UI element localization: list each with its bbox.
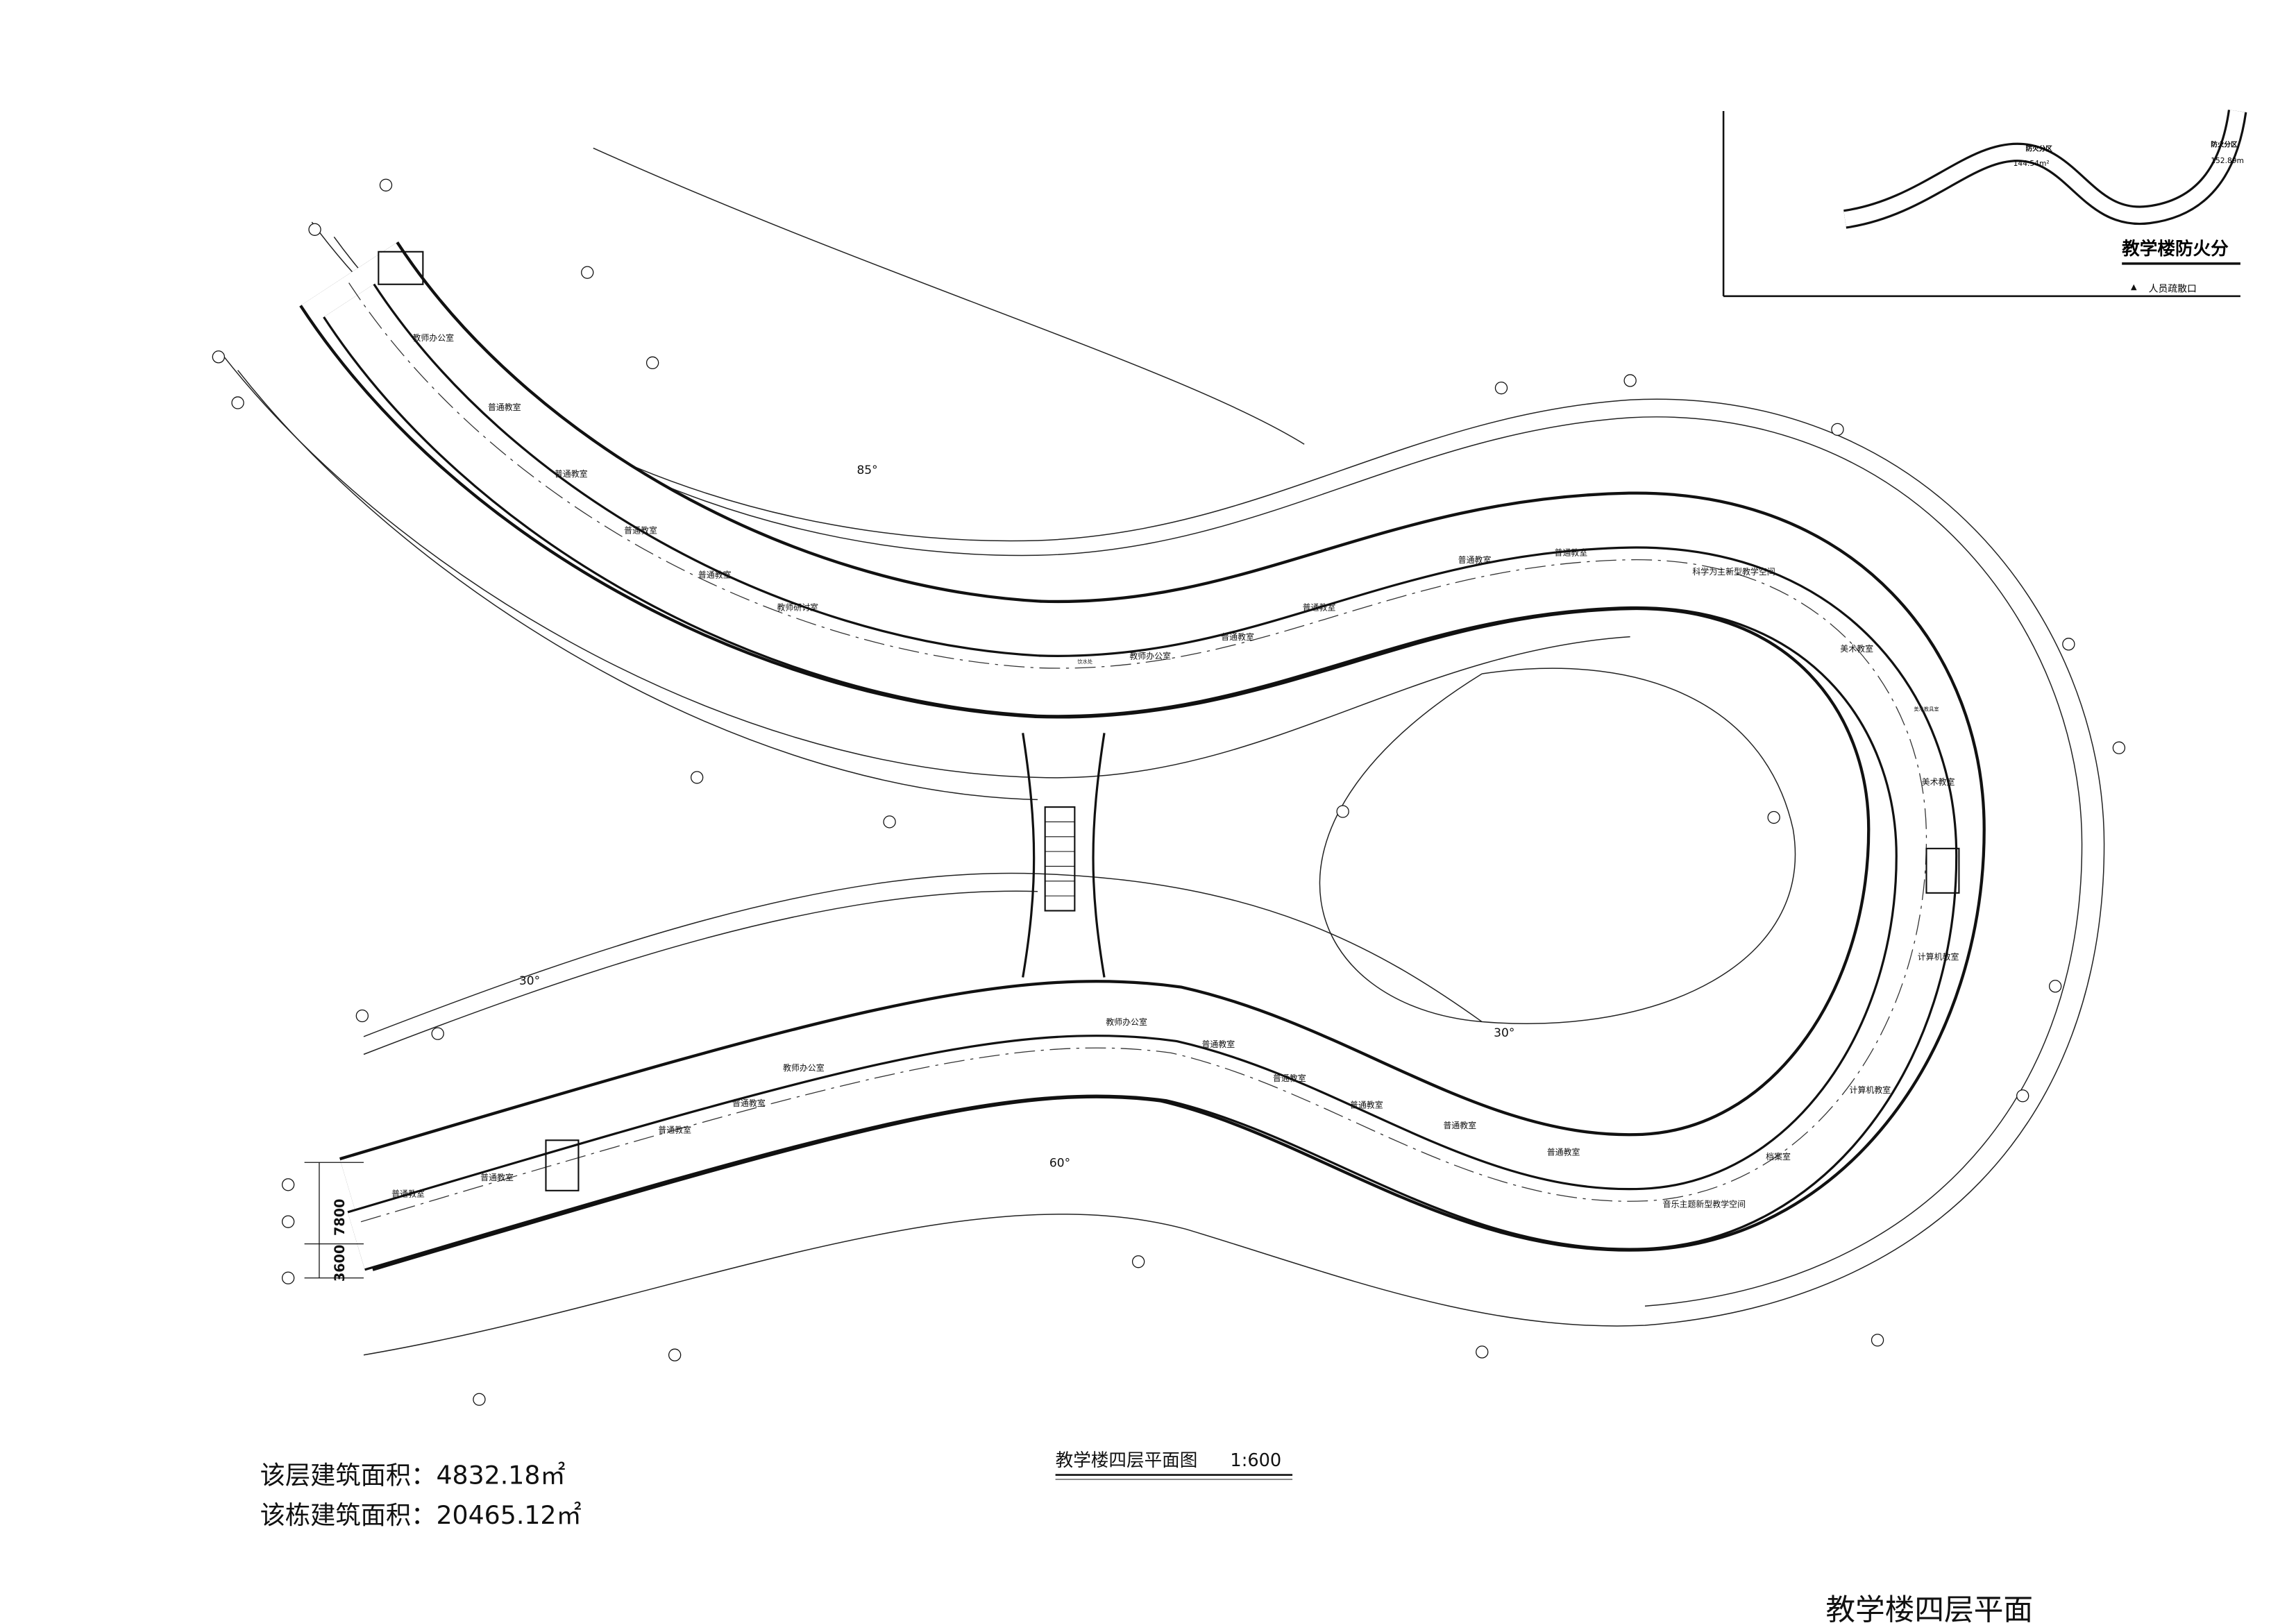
room-labels: 教师办公室 普通教室 普通教室 普通教室 普通教室 教师研讨室 饮水处 教师办公… <box>391 332 1959 1209</box>
angle-label: 30° <box>519 974 540 988</box>
room-water: 饮水处 <box>1077 658 1092 665</box>
room-class-15: 普通教室 <box>480 1172 514 1182</box>
room-class-6: 普通教室 <box>1303 602 1336 612</box>
fire-zone-inset: 防火分区 144.54m² 防火分区 152.89m 教学楼防火分 人员疏散口 <box>1722 110 2247 298</box>
zone2-label: 防火分区 <box>2211 140 2238 148</box>
drawing-title: 教学楼四层平面图 <box>1056 1450 1198 1471</box>
room-class-2: 普通教室 <box>555 468 588 479</box>
sheet-title: 教学楼四层平面 <box>1825 1593 2033 1623</box>
room-art-2: 美术教室 <box>1922 776 1955 787</box>
zone1-area: 144.54m² <box>2014 159 2050 168</box>
central-stair-bridge <box>1022 733 1106 978</box>
axis-bubbles <box>212 178 2126 1406</box>
zone1-label: 防火分区 <box>2026 145 2053 153</box>
drawing-scale: 1:600 <box>1230 1450 1281 1471</box>
room-office-3: 教师办公室 <box>1106 1017 1147 1027</box>
room-class-4: 普通教室 <box>698 569 732 579</box>
room-computer-2: 计算机教室 <box>1850 1085 1891 1095</box>
angle-label: 85° <box>856 464 877 477</box>
room-class-17: 普通教室 <box>1273 1073 1306 1083</box>
dimension-3600: 3600 <box>332 1245 348 1282</box>
room-seminar: 教师研讨室 <box>777 602 818 612</box>
room-science: 科学为主新型教学空间 <box>1692 566 1775 577</box>
zone2-area: 152.89m <box>2211 156 2244 165</box>
room-class-9: 普通教室 <box>1201 1039 1235 1049</box>
stair-top <box>378 250 424 285</box>
room-office-2: 教师办公室 <box>1129 651 1171 661</box>
angle-label: 60° <box>1049 1157 1070 1171</box>
room-office-1: 教师办公室 <box>412 332 454 343</box>
legend-exit: 人员疏散口 <box>2149 283 2197 294</box>
stair-right <box>1925 847 1960 894</box>
building-area: 该栋建筑面积：20465.12㎡ <box>260 1500 582 1530</box>
building-walls <box>299 241 1986 1271</box>
room-class-14: 普通教室 <box>658 1125 691 1135</box>
room-music: 音乐主题新型教学空间 <box>1663 1198 1746 1209</box>
room-class-7: 普通教室 <box>1458 554 1492 565</box>
inset-title: 教学楼防火分 <box>2122 238 2229 260</box>
room-class-10: 普通教室 <box>1350 1099 1383 1110</box>
room-computer-1: 计算机教室 <box>1918 951 1959 962</box>
dimension-7800: 7800 <box>332 1199 348 1236</box>
stair-left <box>545 1139 580 1191</box>
room-office-4: 教师办公室 <box>783 1062 825 1073</box>
room-class-3: 普通教室 <box>624 525 657 535</box>
angle-label: 30° <box>1494 1026 1514 1040</box>
room-class-1: 普通教室 <box>488 402 521 412</box>
left-dimension: 7800 3600 <box>304 1162 364 1282</box>
room-class-8: 普通教室 <box>1554 547 1587 557</box>
room-class-11: 普通教室 <box>1443 1120 1476 1130</box>
floor-area: 该层建筑面积：4832.18㎡ <box>260 1460 566 1490</box>
exit-triangle-icon <box>2130 284 2137 291</box>
room-class-5: 普通教室 <box>1221 631 1254 642</box>
room-archive: 档案室 <box>1766 1151 1791 1162</box>
room-art-1: 美术教室 <box>1840 643 1873 654</box>
room-class-12: 普通教室 <box>1547 1147 1580 1157</box>
room-class-13: 普通教室 <box>732 1098 766 1108</box>
room-art-prep: 美术教具室 <box>1914 706 1939 712</box>
dimension-arcs <box>222 147 2105 1356</box>
room-class-16: 普通教室 <box>391 1188 425 1198</box>
